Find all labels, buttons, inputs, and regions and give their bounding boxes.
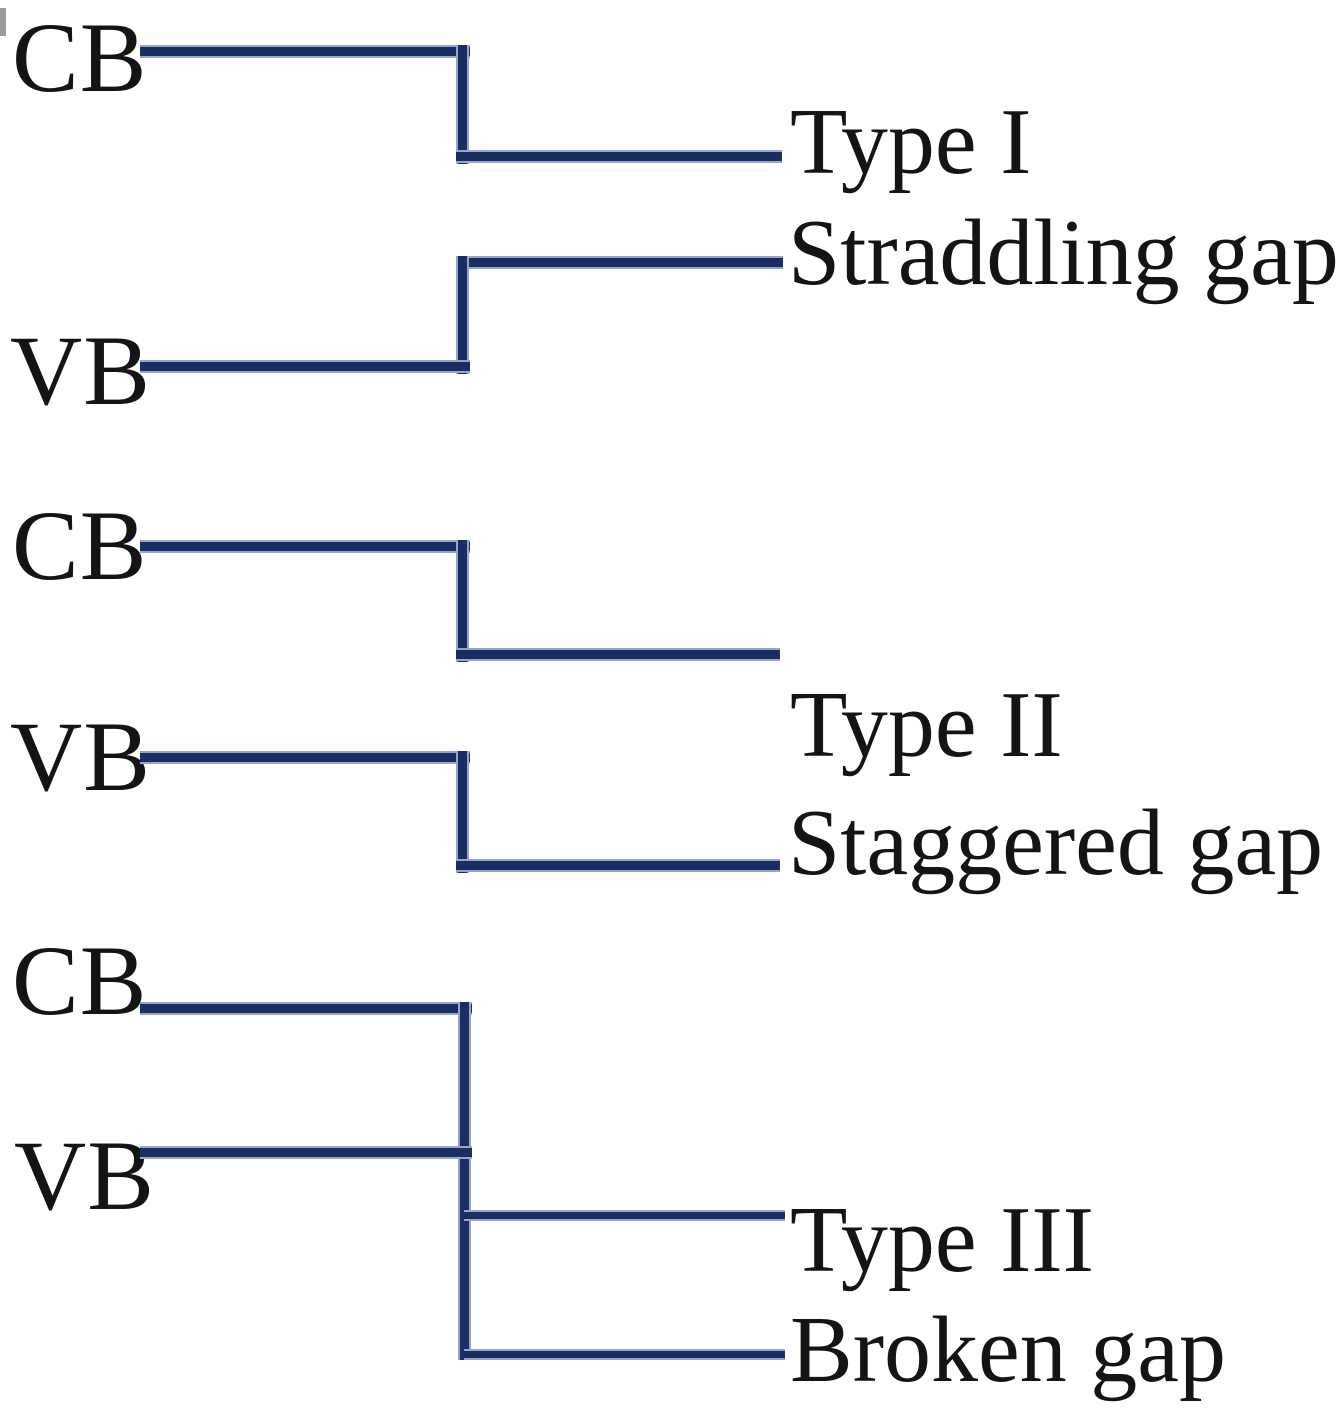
type1-vb-right-line bbox=[456, 256, 783, 269]
type2-gap-label: Staggered gap bbox=[788, 791, 1324, 895]
type2-cb-step-down bbox=[456, 540, 469, 662]
type3-type-label: Type III bbox=[790, 1188, 1094, 1292]
type2-cb-label: CB bbox=[12, 490, 148, 601]
type3-cb-left-line bbox=[140, 1002, 472, 1015]
type1-cb-left-line bbox=[140, 45, 470, 58]
type2-vb-right-line bbox=[456, 859, 780, 872]
type1-vb-left-line bbox=[140, 360, 470, 373]
type1-vb-step-up bbox=[456, 256, 469, 374]
type3-vb-label: VB bbox=[14, 1120, 155, 1231]
type2-vb-left-line bbox=[140, 751, 470, 764]
type3-cb-label: CB bbox=[12, 925, 148, 1036]
type1-vb-label: VB bbox=[10, 315, 151, 426]
type2-vb-step-down bbox=[456, 751, 469, 873]
type3-junction-vertical bbox=[458, 1002, 471, 1360]
type2-vb-label: VB bbox=[10, 701, 151, 812]
type3-cb-right-line bbox=[464, 1210, 785, 1221]
type2-cb-right-line bbox=[456, 648, 780, 661]
type3-gap-label: Broken gap bbox=[790, 1298, 1226, 1402]
type1-cb-step-down bbox=[456, 45, 469, 164]
type1-type-label: Type I bbox=[790, 90, 1032, 194]
type2-cb-left-line bbox=[140, 540, 470, 553]
scan-artifact bbox=[0, 8, 6, 36]
type2-type-label: Type II bbox=[790, 673, 1063, 777]
type1-cb-label: CB bbox=[12, 2, 148, 113]
type1-gap-label: Straddling gap bbox=[788, 201, 1339, 305]
type1-cb-right-line bbox=[456, 150, 782, 163]
type3-vb-right-line bbox=[464, 1349, 785, 1360]
type3-vb-left-line bbox=[140, 1146, 472, 1159]
